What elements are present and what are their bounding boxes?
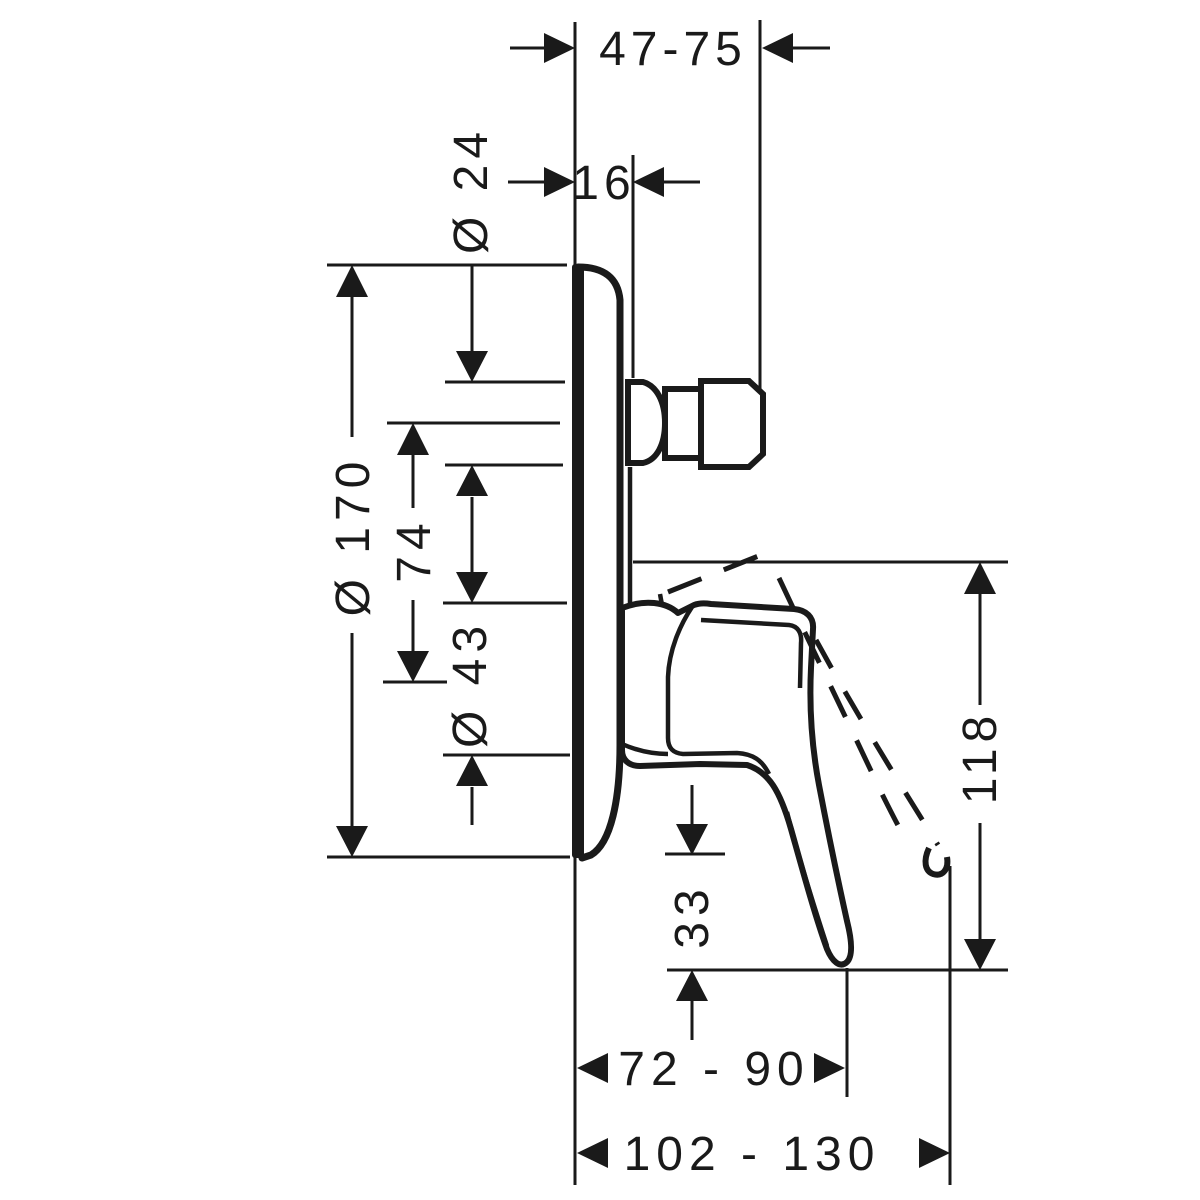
spout-connector <box>625 378 766 470</box>
escutcheon-plate <box>572 263 633 862</box>
extension-lines <box>327 20 1008 1185</box>
dimension-stems <box>350 46 982 1040</box>
arrow-left-icon <box>577 1053 608 1083</box>
handle-grip-median-line <box>784 811 830 947</box>
arrow-up-icon <box>456 755 488 786</box>
arrow-down-icon <box>336 826 368 857</box>
arrow-right-icon <box>544 33 575 63</box>
arrow-down-icon <box>964 939 996 970</box>
plate-front-profile <box>574 263 624 862</box>
arrow-up-icon <box>397 423 429 455</box>
plate-back-edge <box>572 264 584 858</box>
handle-top-inner-line <box>700 617 804 689</box>
spout-diameter-label: Ø 24 <box>445 126 498 254</box>
arrow-down-icon <box>676 824 708 855</box>
spout-ring <box>662 386 704 461</box>
axis-distance-label: 74 <box>388 517 441 582</box>
raised-handle-outer-edge-dashed <box>813 638 941 847</box>
arrow-up-icon <box>336 265 368 297</box>
plate-diameter-label: Ø 170 <box>327 456 380 617</box>
arrow-down-icon <box>397 651 429 682</box>
handle-height-label: 118 <box>954 710 1007 805</box>
raised-handle-top-edge-dashed <box>667 550 767 595</box>
lever-handle <box>619 593 855 968</box>
dimension-labels: 47-75 16 Ø 24 Ø 170 74 Ø 43 118 33 72 - … <box>327 23 1007 1181</box>
arrow-left-icon <box>633 167 664 197</box>
arrow-left-icon <box>577 1138 608 1168</box>
spout-neck <box>625 379 669 466</box>
arrow-up-icon <box>964 562 996 594</box>
arrow-down-icon <box>456 351 488 382</box>
handle-hub-inner-line <box>665 605 772 776</box>
reach-inner-label: 72 - 90 <box>618 1043 809 1096</box>
handle-drop-label: 33 <box>666 883 719 948</box>
spout-end-block <box>698 378 766 470</box>
raised-handle-inner-edge-dashed <box>776 576 913 849</box>
dimension-arrowheads <box>336 33 996 1168</box>
arrow-left-icon <box>762 33 793 63</box>
hub-diameter-label: Ø 43 <box>444 620 497 748</box>
lever-handle-raised-dashed <box>667 550 951 878</box>
handle-body-outline <box>619 599 855 968</box>
arrow-right-icon <box>814 1053 845 1083</box>
reach-outer-label: 102 - 130 <box>624 1128 881 1181</box>
sleeve-inner-line <box>621 741 669 757</box>
arrow-right-icon <box>919 1138 950 1168</box>
sleeve-top-tick <box>657 593 665 606</box>
depth-range-label: 47-75 <box>599 23 747 76</box>
plate-depth-label: 16 <box>572 157 635 210</box>
arrow-right-icon <box>544 167 575 197</box>
arrow-up-icon <box>676 970 708 1001</box>
arrow-up-icon <box>456 465 488 496</box>
raised-handle-tip-hook <box>922 846 951 878</box>
arrow-down-icon <box>456 572 488 603</box>
